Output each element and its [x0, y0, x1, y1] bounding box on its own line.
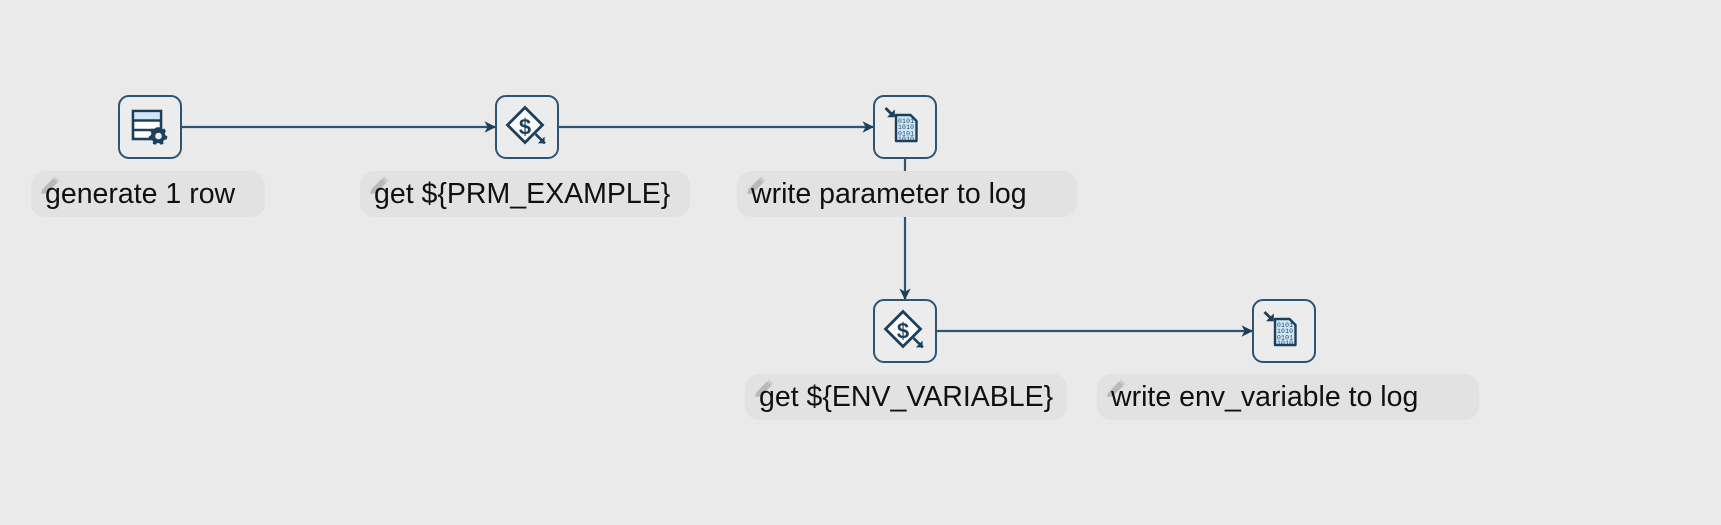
label-get-prm-example[interactable]: get ${PRM_EXAMPLE} — [360, 171, 690, 217]
dollar-diamond-icon: $ — [882, 308, 928, 354]
svg-text:1010: 1010 — [898, 124, 914, 131]
node-generate-1-row[interactable] — [118, 95, 182, 159]
table-gear-icon — [128, 105, 172, 149]
dollar-diamond-icon: $ — [504, 104, 550, 150]
node-get-prm-example[interactable]: $ — [495, 95, 559, 159]
label-text: generate 1 row — [45, 177, 236, 210]
svg-text:1010: 1010 — [898, 136, 914, 143]
node-get-env-variable[interactable]: $ — [873, 299, 937, 363]
svg-text:1010: 1010 — [1277, 328, 1293, 335]
label-text: get ${ENV_VARIABLE} — [759, 380, 1054, 413]
label-write-env-variable-to-log[interactable]: write env_variable to log — [1097, 374, 1479, 420]
node-write-env-variable-to-log[interactable]: 0101 1010 0101 1010 — [1252, 299, 1316, 363]
binary-log-icon: 0101 1010 0101 1010 — [1261, 308, 1307, 354]
binary-log-icon: 0101 1010 0101 1010 — [882, 104, 928, 150]
svg-text:$: $ — [519, 115, 531, 140]
label-text: write parameter to log — [751, 177, 1027, 210]
node-write-parameter-to-log[interactable]: 0101 1010 0101 1010 — [873, 95, 937, 159]
svg-text:0101: 0101 — [898, 130, 914, 137]
label-generate-1-row[interactable]: generate 1 row — [31, 171, 265, 217]
label-write-parameter-to-log[interactable]: write parameter to log — [737, 171, 1077, 217]
svg-text:0101: 0101 — [1277, 322, 1293, 329]
label-text: get ${PRM_EXAMPLE} — [374, 177, 671, 210]
svg-text:0101: 0101 — [898, 118, 914, 125]
svg-text:1010: 1010 — [1277, 340, 1293, 347]
svg-text:$: $ — [897, 319, 909, 344]
label-get-env-variable[interactable]: get ${ENV_VARIABLE} — [745, 374, 1067, 420]
label-text: write env_variable to log — [1111, 380, 1419, 413]
svg-text:0101: 0101 — [1277, 334, 1293, 341]
